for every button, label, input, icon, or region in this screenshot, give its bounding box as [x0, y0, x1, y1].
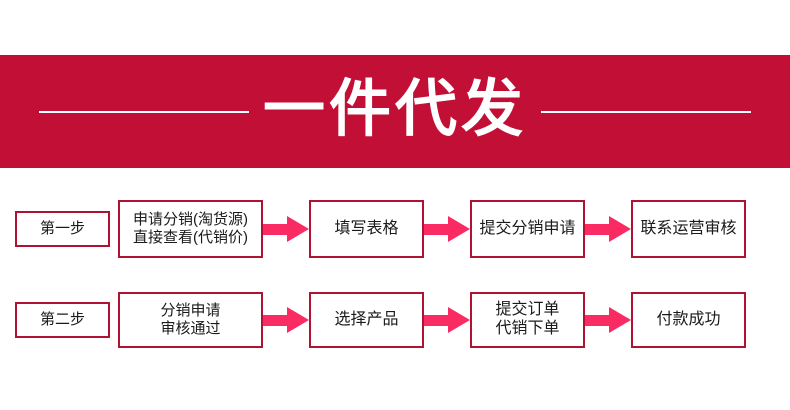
arrow-right-icon — [263, 216, 309, 242]
arrow-head — [287, 216, 309, 242]
flow-row-one: 第一步 申请分销(淘货源) 直接查看(代销价) 填写表格 提交分销申请 联系运营… — [0, 200, 790, 258]
flow-node-apply-distribution: 申请分销(淘货源) 直接查看(代销价) — [118, 200, 263, 258]
banner-content: 一件代发 — [0, 55, 790, 168]
flow-node-submit-order: 提交订单 代销下单 — [470, 292, 585, 348]
arrow-head — [448, 216, 470, 242]
flow-node-contact-review: 联系运营审核 — [631, 200, 746, 258]
step-badge-one: 第一步 — [15, 211, 110, 247]
arrow-right-icon — [424, 307, 470, 333]
arrow-shaft — [585, 315, 613, 326]
flow-node-fill-form: 填写表格 — [309, 200, 424, 258]
flow-node-payment-success: 付款成功 — [631, 292, 746, 348]
arrow-right-icon — [263, 307, 309, 333]
page-banner: 一件代发 — [0, 55, 790, 168]
flow-row-two: 第二步 分销申请 审核通过 选择产品 提交订单 代销下单 付款成功 — [0, 292, 790, 348]
step-badge-two: 第二步 — [15, 302, 110, 338]
banner-rule-left — [38, 110, 249, 113]
banner-rule-right — [541, 110, 751, 113]
flow-node-submit-application: 提交分销申请 — [470, 200, 585, 258]
arrow-head — [609, 216, 631, 242]
banner-title: 一件代发 — [262, 74, 527, 144]
arrow-head — [448, 307, 470, 333]
arrow-head — [609, 307, 631, 333]
arrow-shaft — [263, 224, 291, 235]
arrow-shaft — [424, 224, 452, 235]
arrow-shaft — [263, 315, 291, 326]
arrow-right-icon — [585, 307, 631, 333]
flow-node-select-product: 选择产品 — [309, 292, 424, 348]
arrow-right-icon — [424, 216, 470, 242]
arrow-head — [287, 307, 309, 333]
arrow-shaft — [585, 224, 613, 235]
flow-node-application-approved: 分销申请 审核通过 — [118, 292, 263, 348]
arrow-right-icon — [585, 216, 631, 242]
arrow-shaft — [424, 315, 452, 326]
